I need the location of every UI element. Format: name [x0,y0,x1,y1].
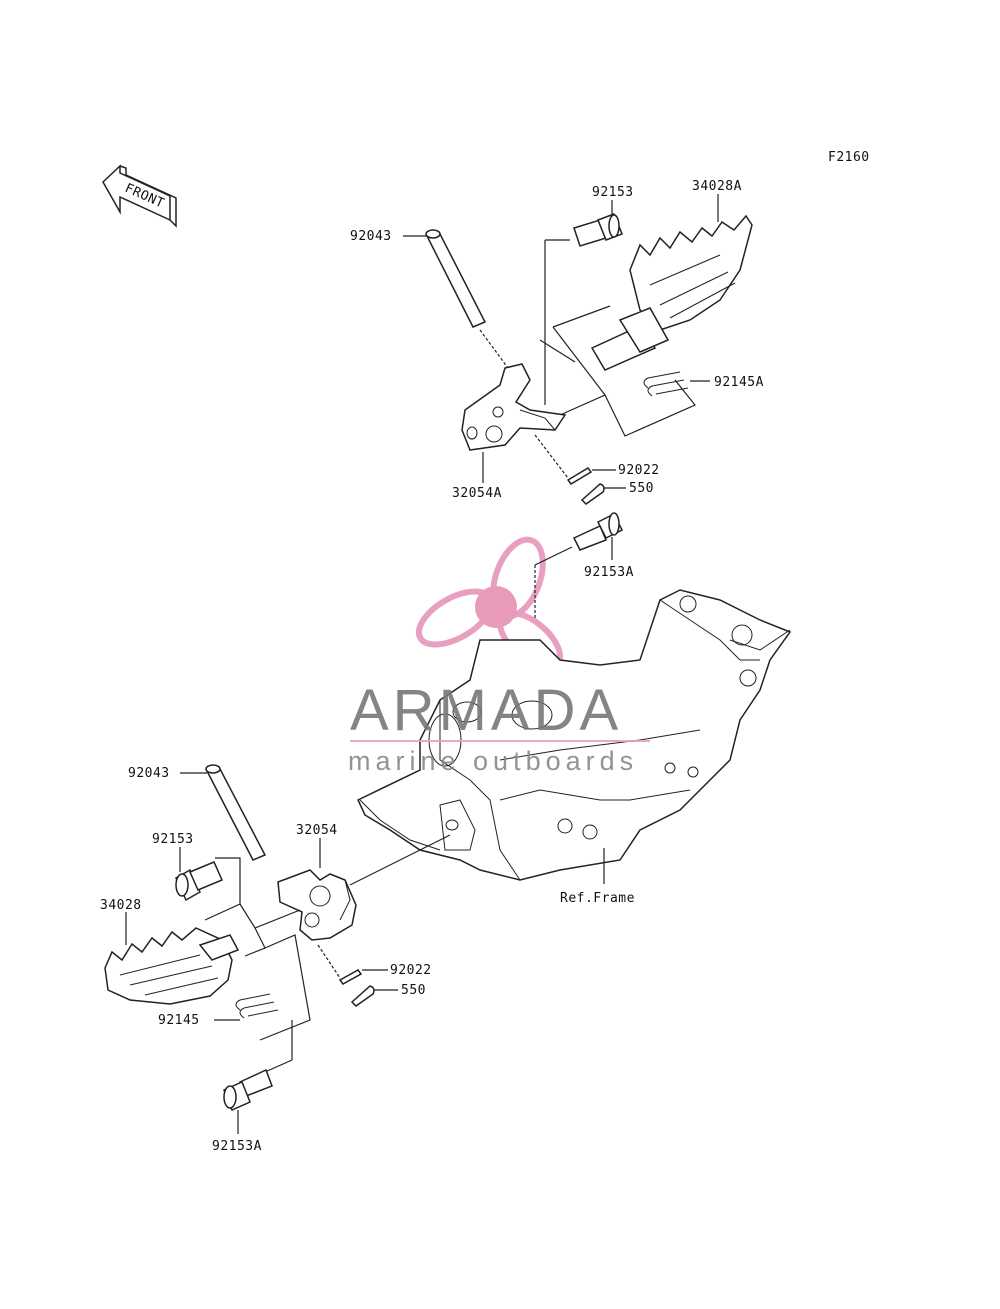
bolt-92153-top [573,213,623,247]
cotter-pin-550-bottom [350,985,375,1007]
label-92022-bottom: 92022 [390,963,432,978]
watermark-title: ARMADA [350,678,622,743]
washer-92022-top [566,467,593,485]
bracket-32054 [277,869,357,941]
label-ref-frame: Ref.Frame [560,891,635,906]
label-550-top: 550 [629,481,654,496]
label-92153-bottom: 92153 [152,832,194,847]
footpeg-34028 [104,927,240,1005]
spring-92145 [235,993,279,1019]
pin-92043-bottom [205,764,267,861]
label-92145: 92145 [158,1013,200,1028]
frame-illustration [357,589,792,881]
bolt-92153A-top [572,512,624,551]
watermark: ARMADA marine outboards [348,678,650,776]
front-arrow-icon: FRONT [102,164,177,228]
spring-92145A [643,371,689,397]
label-32054A: 32054A [452,486,502,501]
figure-code: F2160 [828,150,870,165]
label-92043-top: 92043 [350,229,392,244]
cotter-pin-550-top [580,483,605,505]
label-550-bottom: 550 [401,983,426,998]
pin-92043-top [425,229,487,328]
label-92153-top: 92153 [592,185,634,200]
label-92145A: 92145A [714,375,764,390]
label-34028: 34028 [100,898,142,913]
label-92153A-top: 92153A [584,565,634,580]
bracket-32054A [461,363,567,451]
bolt-92153-bottom [175,861,223,902]
bolt-92153A-bottom [223,1068,273,1112]
label-32054: 32054 [296,823,338,838]
label-92022-top: 92022 [618,463,660,478]
footpeg-34028A [590,214,753,371]
label-92153A-bottom: 92153A [212,1139,262,1154]
label-92043-bottom: 92043 [128,766,170,781]
washer-92022-bottom [338,969,363,985]
label-34028A: 34028A [692,179,742,194]
watermark-subtitle: marine outboards [348,746,638,776]
